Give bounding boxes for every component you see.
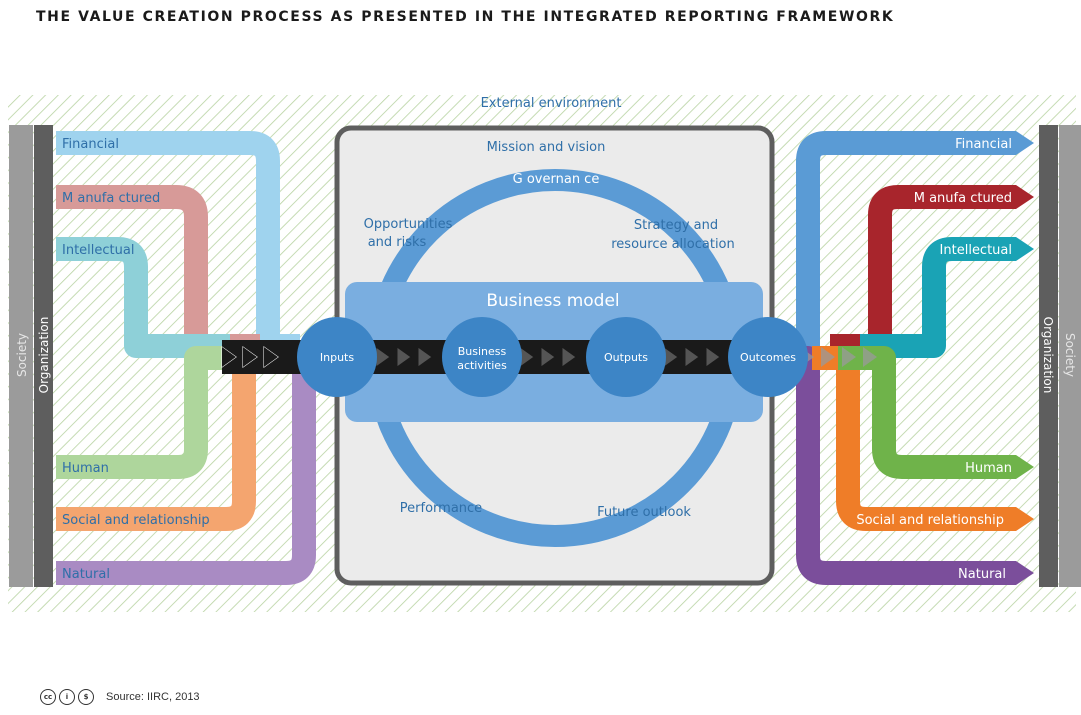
governance-label: G overnan ce — [513, 172, 600, 187]
input-flow-manufactured — [56, 185, 260, 358]
source-text: Source: IIRC, 2013 — [106, 691, 200, 703]
external-environment-top-strip — [8, 95, 1076, 123]
input-label-financial: Financial — [62, 137, 119, 152]
inflow-chevron — [243, 347, 257, 367]
page-title: THE VALUE CREATION PROCESS AS PRESENTED … — [36, 9, 895, 25]
society-bar-right — [1059, 125, 1081, 587]
process-chevrons — [221, 346, 877, 368]
footer: cc i $ Source: IIRC, 2013 — [40, 687, 200, 707]
outflow-chevron — [842, 347, 856, 367]
strategy-label-line2: resource allocation — [611, 237, 735, 252]
activity-chevron — [417, 346, 433, 368]
outflow-chevron — [863, 347, 877, 367]
output-labels: Financial M anufa ctured Intellectual Hu… — [856, 137, 1012, 582]
business-activities-node-label-line2: activities — [457, 359, 507, 372]
output-arrow-head-social — [1016, 507, 1034, 531]
strategy-label-line1: Strategy and — [634, 218, 718, 233]
organization-bar-left — [34, 125, 53, 587]
external-environment-label: External environment — [481, 96, 622, 111]
input-label-social: Social and relationship — [62, 513, 210, 528]
input-flows — [56, 131, 320, 585]
inflow-chevron — [264, 347, 278, 367]
output-flow-intellectual — [860, 237, 1016, 358]
outcomes-node — [728, 317, 808, 397]
input-labels: Financial M anufa ctured Intellectual Hu… — [62, 137, 210, 582]
output-flow-financial — [780, 131, 1016, 358]
input-flow-natural — [56, 346, 320, 585]
output-flow-manufactured — [830, 185, 1016, 358]
outputs-node — [586, 317, 666, 397]
business-activities-node-label-line1: Business — [458, 345, 507, 358]
output-arrow-head-natural — [1016, 561, 1034, 585]
output-arrow-heads — [1016, 131, 1034, 585]
activity-chevron — [396, 346, 412, 368]
output-arrow-head-intellectual — [1016, 237, 1034, 261]
business-activities-node — [442, 317, 522, 397]
output-flows — [780, 131, 1016, 585]
performance-label: Performance — [400, 501, 482, 516]
input-flow-human — [56, 346, 230, 479]
output-chevron — [540, 346, 556, 368]
organization-label-right: Organization — [1041, 317, 1055, 394]
output-label-financial: Financial — [955, 137, 1012, 152]
nc-icon: $ — [78, 689, 94, 705]
output-label-manufactured: M anufa ctured — [914, 191, 1012, 206]
input-flow-financial — [56, 131, 300, 358]
output-arrow-head-financial — [1016, 131, 1034, 155]
output-label-human: Human — [965, 461, 1012, 476]
output-label-intellectual: Intellectual — [940, 243, 1012, 258]
society-label-left: Society — [15, 333, 29, 377]
mission-label: Mission and vision — [487, 140, 606, 155]
opportunities-label-line2: and risks — [368, 235, 427, 250]
output-label-natural: Natural — [958, 567, 1006, 582]
output-chevron — [561, 346, 577, 368]
process-nodes: Inputs Business activities Outputs Outco… — [297, 317, 808, 397]
input-label-manufactured: M anufa ctured — [62, 191, 160, 206]
outcome-chevron — [684, 346, 700, 368]
business-model-label: Business model — [486, 291, 619, 311]
cc-icon: cc — [40, 689, 56, 705]
outcomes-node-label: Outcomes — [740, 351, 796, 364]
output-label-social: Social and relationship — [856, 513, 1004, 528]
by-icon: i — [59, 689, 75, 705]
organization-label-left: Organization — [37, 317, 51, 394]
society-label-right: Society — [1063, 333, 1077, 377]
future-outlook-label: Future outlook — [597, 505, 691, 520]
input-label-intellectual: Intellectual — [62, 243, 134, 258]
inflow-chevron — [222, 347, 236, 367]
output-flow-human — [838, 346, 1016, 479]
inputs-node-label: Inputs — [320, 351, 354, 364]
outputs-node-label: Outputs — [604, 351, 648, 364]
opportunities-label-line1: Opportunities — [364, 217, 453, 232]
outflow-chevron — [821, 347, 835, 367]
outcome-chevron — [705, 346, 721, 368]
input-flow-social — [56, 346, 270, 531]
input-label-natural: Natural — [62, 567, 110, 582]
society-bar-left — [9, 125, 33, 587]
output-arrow-head-manufactured — [1016, 185, 1034, 209]
inputs-node — [297, 317, 377, 397]
output-flow-natural — [780, 346, 1016, 585]
input-flow-intellectual — [56, 237, 230, 358]
input-label-human: Human — [62, 461, 109, 476]
output-arrow-head-human — [1016, 455, 1034, 479]
organization-bar-right — [1039, 125, 1058, 587]
output-flow-social — [812, 346, 1016, 531]
